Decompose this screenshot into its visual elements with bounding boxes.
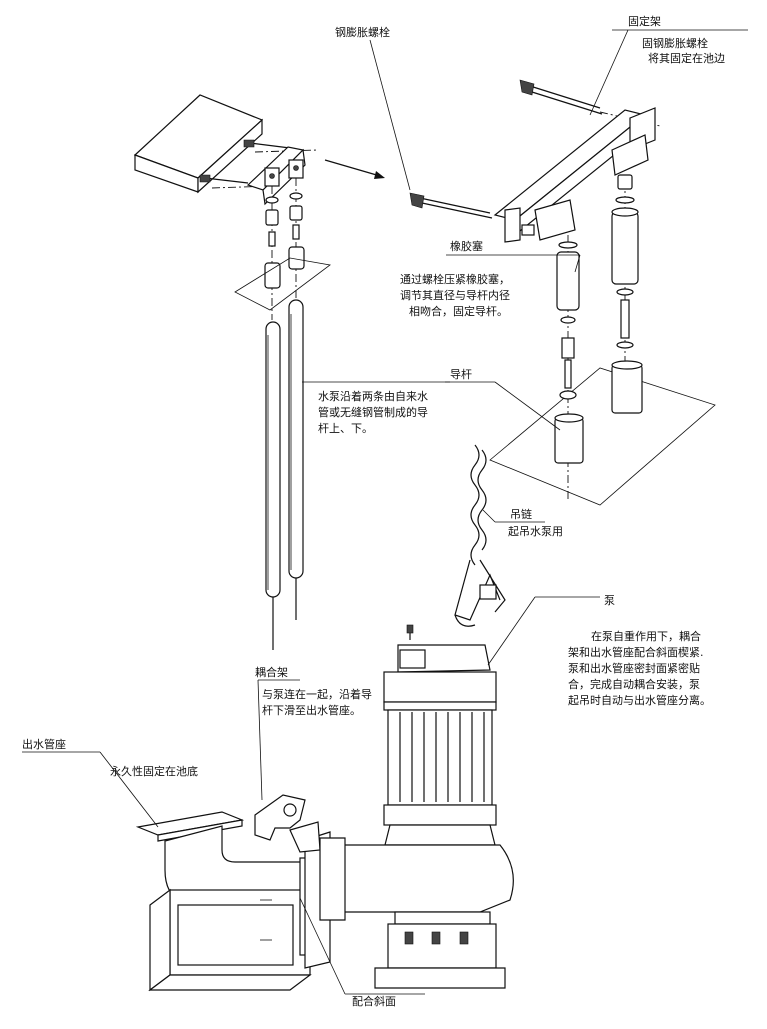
pump-note-5: 起吊时自动与出水管座分离。: [568, 693, 711, 707]
direction-arrow: [324, 159, 385, 179]
pump-note-3: 泵和出水管座密封面紧密贴: [568, 661, 700, 675]
label-fixed-frame: 固定架: [628, 14, 661, 28]
rubber-note-1: 通过螺栓压紧橡胶塞，: [400, 272, 510, 286]
label-outlet-seat: 出水管座: [22, 737, 66, 751]
left-fasteners: [264, 178, 305, 320]
right-guide-rod-a: [554, 235, 584, 500]
coupling-note-1: 与泵连在一起，沿着导: [262, 687, 372, 701]
label-guide-rod: 导杆: [450, 367, 472, 381]
left-ground-plane: [234, 257, 331, 311]
label-chain: 吊链: [510, 507, 532, 521]
right-fixed-frame: [493, 107, 656, 243]
coupling-note-2: 杆下滑至出水管座。: [262, 703, 361, 717]
pool-edge-slab: [133, 94, 264, 194]
lifting-chain: [454, 444, 506, 627]
label-expansion-bolt: 钢膨胀螺栓: [335, 25, 390, 39]
leader-lines: [22, 29, 748, 995]
label-rubber-plug: 橡胶塞: [450, 239, 483, 253]
guide-note-2: 管或无缝钢管制成的导: [318, 405, 428, 419]
rubber-note-3: 相吻合，固定导杆。: [409, 304, 508, 318]
left-guide-rods: [265, 299, 304, 650]
left-fixed-frame: [246, 146, 306, 206]
pump-body: [319, 624, 514, 989]
fixed-frame-note-2: 将其固定在池边: [648, 51, 725, 65]
label-pump: 泵: [604, 594, 615, 607]
rubber-note-2: 调节其直径与导杆内径: [400, 288, 510, 302]
pump-note-1: 在泵自重作用下，耦合: [591, 629, 701, 643]
label-mating-slope: 配合斜面: [352, 994, 396, 1008]
guide-note-1: 水泵沿着两条由自来水: [318, 389, 428, 403]
left-assembly: [133, 94, 385, 650]
label-coupling-frame: 耦合架: [255, 665, 288, 679]
pump-note-4: 合，完成自动耦合安装，泵: [568, 677, 700, 691]
guide-note-3: 杆上、下。: [318, 421, 373, 435]
chain-note: 起吊水泵用: [508, 525, 563, 538]
coupling-bracket: [254, 794, 321, 853]
right-guide-rod-b: [611, 174, 643, 414]
outlet-note: 永久性固定在池底: [110, 764, 198, 778]
annotation-text: 钢膨胀螺栓 固定架 固钢膨胀螺栓 将其固定在池边 橡胶塞 通过螺栓压紧橡胶塞， …: [22, 14, 725, 1008]
fixed-frame-note-1: 固钢膨胀螺栓: [642, 36, 708, 50]
right-ground-plane: [489, 367, 716, 506]
right-assembly: [409, 79, 716, 506]
pump-note-2: 架和出水管座配合斜面楔紧.: [568, 645, 704, 659]
